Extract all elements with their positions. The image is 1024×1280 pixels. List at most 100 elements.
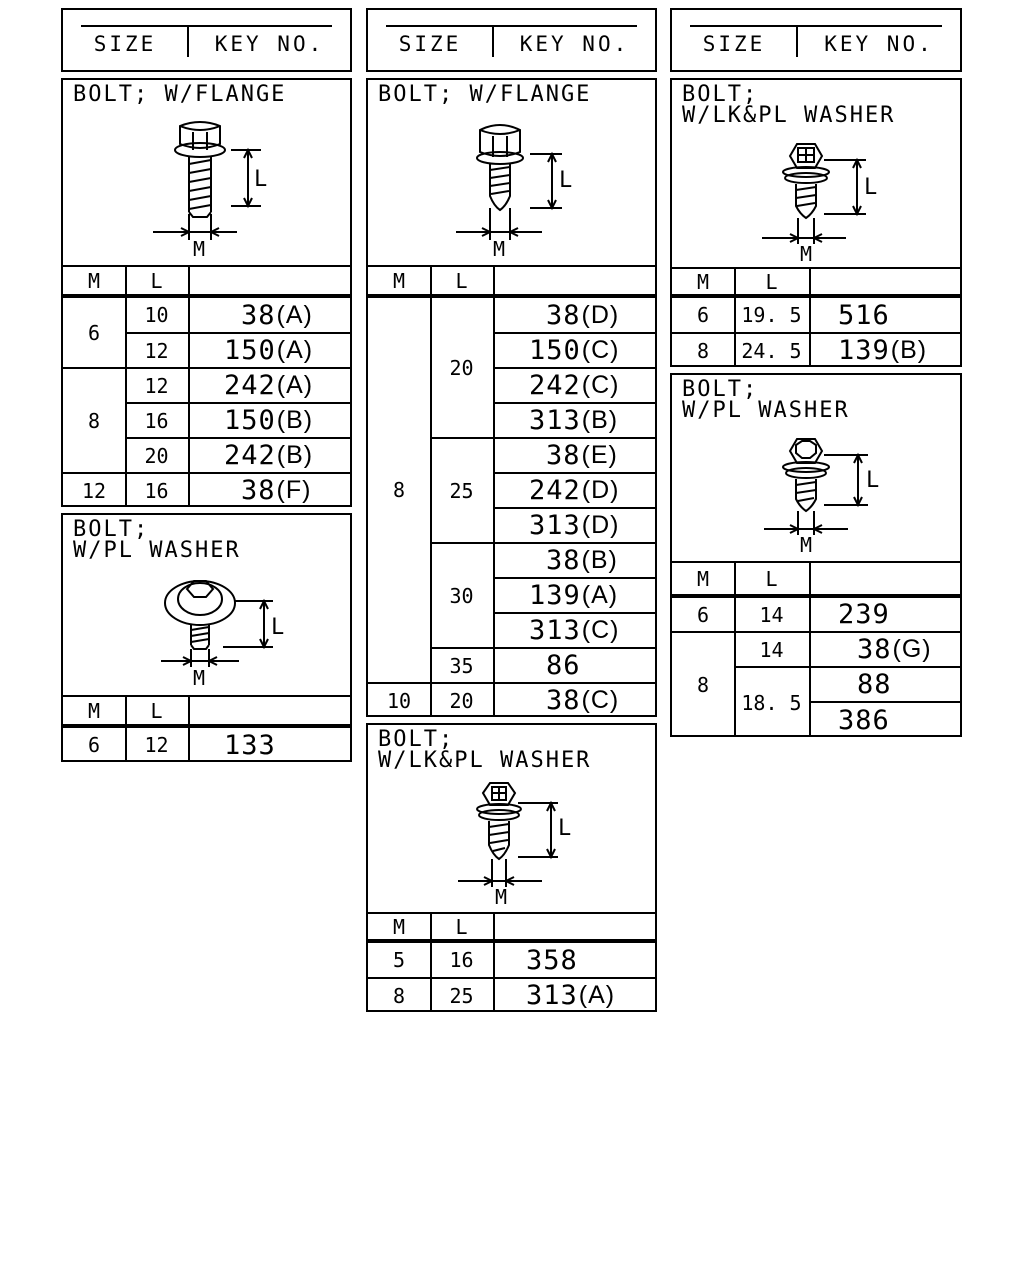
diameter-label: M	[800, 242, 812, 266]
key-main: 313	[529, 510, 581, 541]
key-suffix: (G)	[892, 635, 932, 663]
panel-title: BOLT; W/PL WASHER	[73, 517, 241, 563]
row-divider	[430, 647, 655, 649]
key-suffix: (B)	[581, 546, 618, 574]
length-label: L	[864, 175, 877, 200]
panel-bolt-lk-pl-washer-right: BOLT; W/LK&PL WASHER L M M L 6 19. 5 516…	[670, 78, 962, 367]
key-suffix: (A)	[578, 981, 616, 1009]
key-no-heading: KEY NO.	[519, 32, 630, 56]
col-divider	[430, 913, 432, 1012]
panel-bolt-pl-washer-left: BOLT; W/PL WASHER L M M L 6 12 133	[61, 513, 352, 762]
key-number: 38(C)	[546, 684, 619, 717]
key-suffix: (A)	[276, 336, 314, 364]
m-value: 8	[696, 338, 710, 363]
row-divider	[493, 577, 655, 579]
size-heading: SIZE	[702, 32, 766, 56]
key-main: 38	[546, 299, 581, 331]
key-main: 313	[526, 980, 578, 1011]
row-divider	[368, 977, 655, 979]
panel-title: BOLT; W/FLANGE	[73, 82, 287, 107]
m-value: 8	[696, 673, 710, 697]
col-divider	[188, 266, 190, 507]
key-main: 239	[838, 599, 890, 630]
key-number: 358	[526, 943, 579, 977]
header-rule	[368, 294, 655, 298]
key-main: 133	[224, 729, 276, 761]
key-main: 139	[529, 580, 581, 611]
col-divider	[734, 268, 736, 367]
key-main: 38	[546, 545, 581, 576]
col-divider	[188, 696, 190, 762]
m-column-heading: M	[87, 268, 101, 293]
key-number: 133	[224, 728, 277, 762]
key-main: 313	[529, 405, 581, 436]
m-column-heading: M	[392, 914, 406, 939]
key-main: 150	[529, 335, 581, 366]
key-main: 242	[224, 440, 276, 471]
size-heading: SIZE	[398, 32, 462, 56]
length-label: L	[271, 615, 284, 640]
key-number: 38(A)	[241, 298, 313, 332]
key-main: 516	[838, 299, 890, 331]
panel-title: BOLT; W/LK&PL WASHER	[682, 82, 896, 128]
col-divider	[493, 266, 495, 717]
row-divider	[672, 332, 960, 334]
lk-pl-washer-bolt-drawing: L M	[762, 143, 877, 266]
key-suffix: (A)	[276, 371, 314, 399]
l-value: 18. 5	[741, 690, 802, 715]
key-number: 150(A)	[224, 334, 313, 367]
row-divider	[493, 367, 655, 369]
m-value: 5	[392, 948, 406, 972]
row-divider	[63, 472, 350, 474]
col-divider	[125, 696, 127, 762]
key-main: 38	[546, 685, 581, 716]
col-divider	[809, 268, 811, 367]
l-value: 20	[449, 355, 474, 380]
key-main: 358	[526, 944, 578, 976]
key-suffix: (C)	[581, 686, 620, 714]
header-left: SIZE KEY NO.	[61, 8, 352, 72]
key-no-heading: KEY NO.	[824, 32, 934, 56]
flange-bolt-drawing: L M	[153, 121, 267, 261]
key-number: 313(C)	[529, 614, 620, 647]
key-main: 150	[224, 335, 276, 366]
key-suffix: (E)	[581, 441, 618, 469]
column-header-row	[368, 912, 655, 914]
key-main: 86	[546, 650, 581, 681]
key-number: 139(A)	[529, 579, 618, 612]
key-main: 242	[224, 370, 276, 401]
header-rule	[63, 724, 350, 728]
key-number: 38(F)	[241, 474, 311, 507]
header-rule	[672, 294, 960, 298]
l-value: 14	[759, 602, 784, 627]
header-middle: SIZE KEY NO.	[366, 8, 657, 72]
l-value: 25	[449, 478, 474, 503]
row-divider	[809, 701, 960, 703]
panel-bolt-lk-pl-washer-middle: BOLT; W/LK&PL WASHER L M M L 5 16 358 8 …	[366, 723, 657, 1012]
m-value: 6	[696, 303, 710, 327]
l-value: 24. 5	[741, 338, 802, 363]
header-right: SIZE KEY NO.	[670, 8, 962, 72]
key-number: 150(C)	[529, 334, 620, 367]
m-value: 12	[81, 478, 107, 503]
header-divider	[187, 26, 189, 57]
key-suffix: (B)	[276, 441, 314, 469]
m-value: 6	[87, 733, 101, 757]
l-value: 16	[449, 948, 474, 972]
m-value: 8	[87, 408, 101, 433]
length-label: L	[559, 168, 572, 193]
length-label: L	[254, 167, 267, 192]
key-suffix: (F)	[276, 476, 312, 504]
m-value: 10	[386, 688, 412, 713]
key-number: 38(E)	[546, 439, 618, 472]
column-header-row	[672, 267, 960, 269]
l-value: 16	[144, 478, 169, 503]
flange-bolt-drawing: L M	[456, 124, 572, 261]
key-main: 88	[857, 669, 892, 700]
header-rule	[368, 939, 655, 943]
l-value: 12	[144, 338, 169, 363]
l-column-heading: L	[150, 698, 163, 723]
key-suffix: (B)	[581, 406, 619, 434]
l-value: 35	[449, 653, 474, 678]
l-value: 25	[449, 983, 474, 1008]
